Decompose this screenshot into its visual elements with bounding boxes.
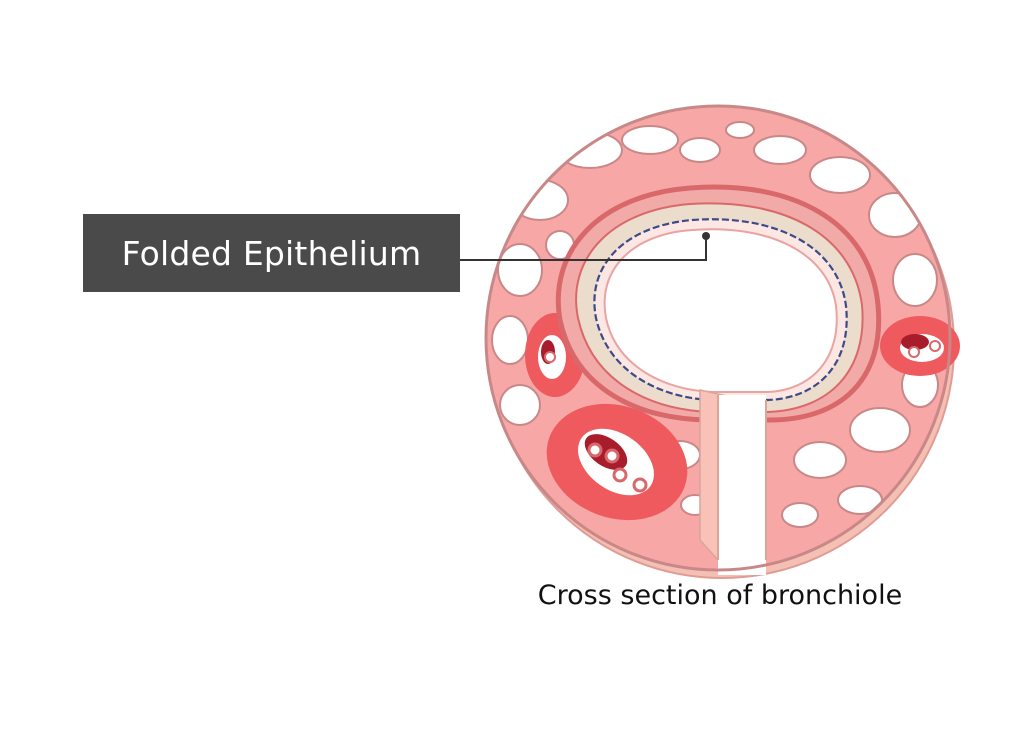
folded-epithelium-label: Folded Epithelium xyxy=(121,233,422,273)
folded-epithelium-label-box: Folded Epithelium xyxy=(83,214,460,292)
pointer-dot xyxy=(702,232,710,240)
disc-outline xyxy=(484,104,952,572)
blood-vessel-right xyxy=(880,316,960,376)
folded-epithelium xyxy=(593,218,848,402)
pointer-line xyxy=(460,232,710,261)
figure-caption: Cross section of bronchiole xyxy=(537,580,903,611)
cut-slit xyxy=(699,389,767,575)
blood-vessel-bottom-left xyxy=(546,403,688,521)
